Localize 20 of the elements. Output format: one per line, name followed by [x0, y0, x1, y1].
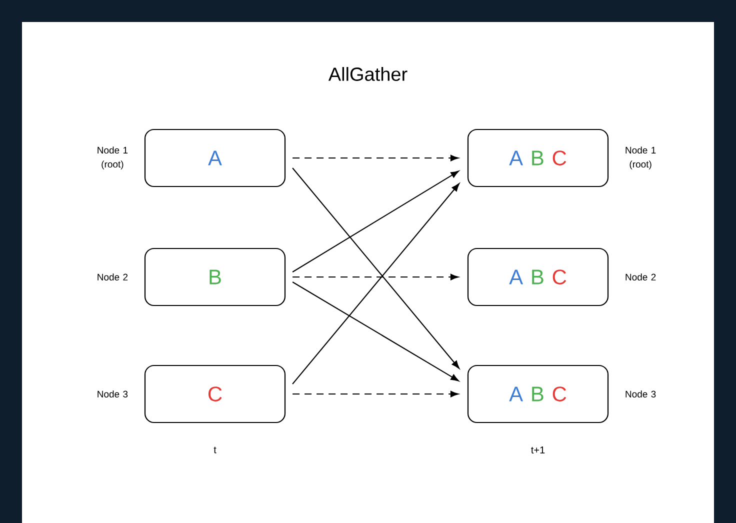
arrow [292, 274, 459, 280]
node-box: A [144, 128, 286, 188]
node-label: Node 2 [98, 274, 128, 280]
node-box: A B C [467, 248, 609, 306]
time-label: t+1 [531, 446, 545, 454]
node-box: A B C [467, 364, 609, 424]
arrow [292, 154, 459, 162]
node-label: Node 1 (root) [98, 146, 128, 170]
node-label: Node 2 [626, 274, 656, 280]
title: AllGather [328, 67, 408, 81]
arrow [292, 170, 459, 272]
node-box: C [144, 364, 286, 424]
node-box: B [144, 248, 286, 306]
arrow [292, 390, 459, 398]
node-label: Node 3 [626, 390, 656, 398]
node-box: A B C [467, 128, 609, 188]
node-label: Node 3 [98, 390, 128, 398]
time-label: t [214, 446, 216, 454]
arrow [292, 282, 459, 382]
node-label: Node 1 (root) [626, 146, 656, 170]
